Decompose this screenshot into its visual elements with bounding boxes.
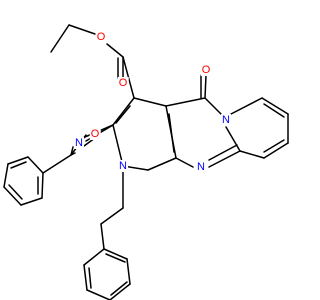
bond <box>263 142 289 159</box>
ring-nitrogen-1-label: N <box>119 160 127 172</box>
amide-oxygen-label: O <box>91 128 100 140</box>
bond <box>83 248 105 266</box>
ring-nitrogen-3-label: N <box>197 161 205 173</box>
bond <box>86 289 111 300</box>
bond <box>168 113 175 153</box>
atom-label-backdrop <box>95 31 107 43</box>
atom-label-backdrop <box>118 160 129 172</box>
ketone-oxygen-label: O <box>202 64 211 76</box>
bond <box>83 264 88 291</box>
ester-carbonyl-oxygen-label: O <box>119 77 128 89</box>
bond <box>263 103 285 118</box>
atom-label-backdrop <box>74 137 85 149</box>
ester-ether-oxygen-label: O <box>97 31 106 43</box>
atom-label-backdrop <box>89 128 101 140</box>
bond <box>103 248 128 260</box>
atom-label-backdrop <box>200 64 212 76</box>
structure-canvas: O O O O N N N N <box>3 24 289 300</box>
chemical-structure-diagram: O O O O N N N N <box>3 24 289 300</box>
bond <box>50 24 70 53</box>
bond <box>110 281 128 296</box>
bond <box>109 283 131 300</box>
bond <box>239 150 265 159</box>
bond <box>204 74 207 99</box>
bond <box>204 97 223 116</box>
bond <box>100 207 124 225</box>
imine-nitrogen-label: N <box>75 137 83 149</box>
bond <box>133 97 167 107</box>
bond <box>208 144 238 161</box>
pyrimidinone-ring <box>165 74 241 168</box>
atom-labels: O O O O N N N N <box>74 31 232 173</box>
bond <box>42 154 72 174</box>
bond <box>10 161 27 169</box>
bond <box>20 197 43 206</box>
atom-label-backdrop <box>221 114 232 126</box>
bond <box>112 124 124 167</box>
bond <box>100 223 105 250</box>
bond <box>105 253 126 263</box>
bond <box>147 157 177 171</box>
bond <box>115 105 131 124</box>
benzyl-group <box>83 165 131 300</box>
benzoyl-phenyl-ring <box>3 156 44 206</box>
bond <box>263 139 285 153</box>
bond <box>126 258 131 285</box>
bond <box>7 156 29 165</box>
bond <box>261 97 289 115</box>
bond <box>112 97 135 126</box>
bond <box>230 97 263 115</box>
bond <box>165 97 206 107</box>
ring-nitrogen-2-label: N <box>222 114 230 126</box>
bond <box>88 267 92 289</box>
bond <box>3 163 9 188</box>
bond <box>225 126 241 152</box>
bond <box>208 150 241 168</box>
bond <box>106 43 124 58</box>
bond <box>3 186 22 206</box>
bond <box>8 184 23 200</box>
bond <box>175 157 194 168</box>
atom-label-backdrop <box>196 161 207 173</box>
bond <box>27 156 44 174</box>
bond <box>68 24 96 35</box>
atom-label-backdrop <box>117 77 129 89</box>
fused-pyridine-ring <box>230 97 289 159</box>
bond <box>41 172 44 199</box>
